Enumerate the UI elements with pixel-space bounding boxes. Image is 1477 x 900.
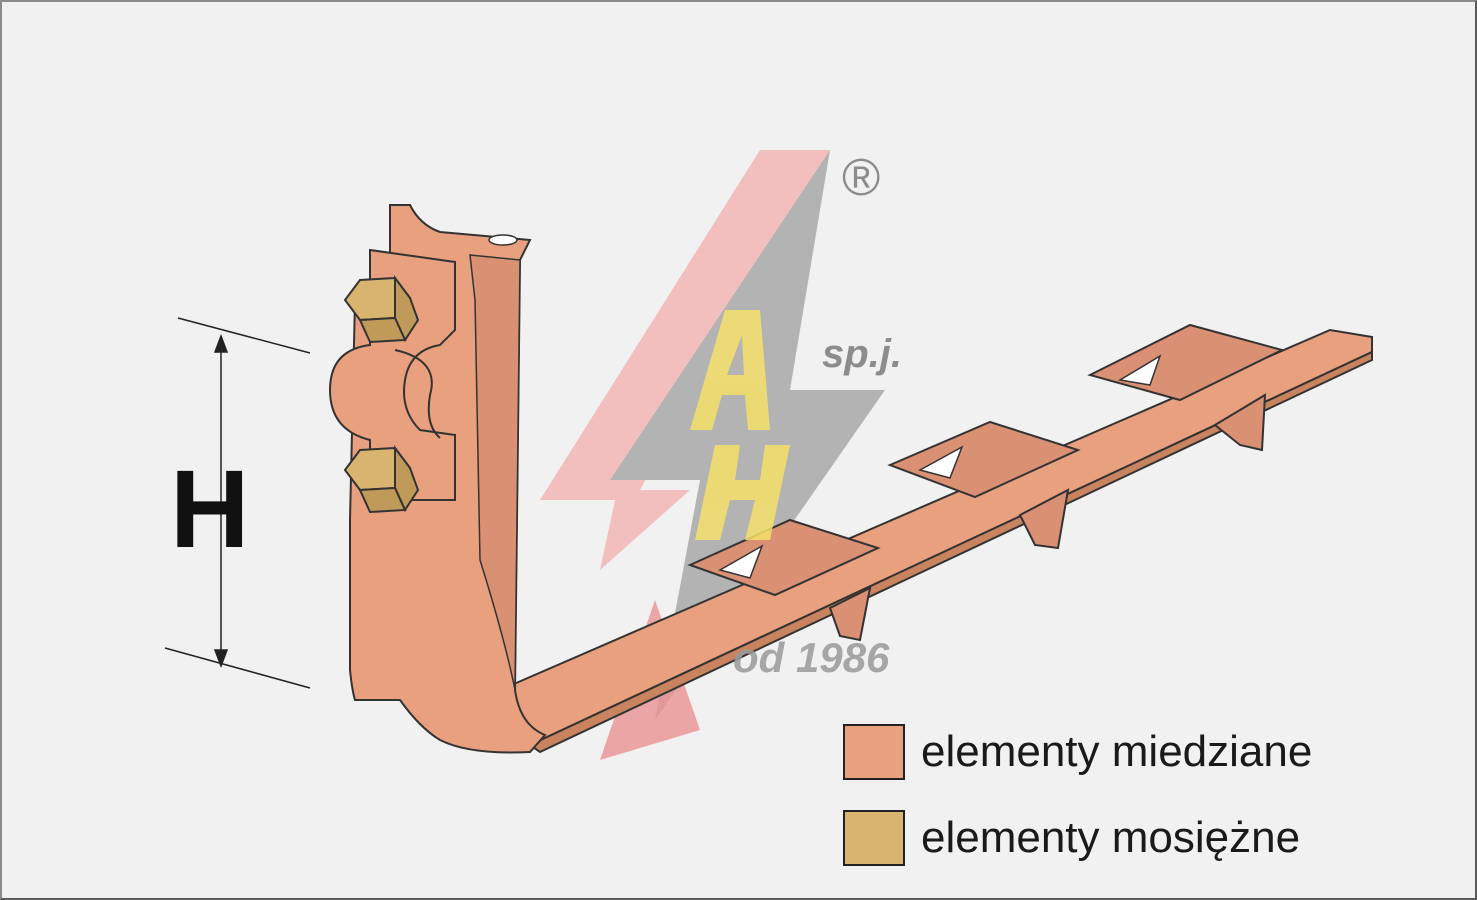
since-year: od 1986 <box>733 634 890 681</box>
arm-slot <box>887 420 1081 499</box>
legend-label-brass: elementy mosiężne <box>921 813 1301 862</box>
legend-swatch-brass <box>843 810 905 866</box>
legend-item-copper: elementy miedziane <box>843 722 1312 782</box>
company-suffix: sp.j. <box>822 332 903 376</box>
copper-arm <box>498 323 1373 754</box>
watermark-logo <box>690 310 790 540</box>
legend-item-brass: elementy mosiężne <box>843 808 1312 868</box>
brass-bolt <box>343 275 420 344</box>
legend: elementy miedziane elementy mosiężne <box>843 722 1312 894</box>
brass-bolt <box>343 445 420 514</box>
registered-mark: ® <box>842 149 881 207</box>
legend-label-copper: elementy miedziane <box>921 727 1313 776</box>
dimension-lines <box>164 317 311 689</box>
dimension-label: H <box>170 448 250 571</box>
clamp-body <box>328 248 456 501</box>
legend-swatch-copper <box>843 724 905 780</box>
